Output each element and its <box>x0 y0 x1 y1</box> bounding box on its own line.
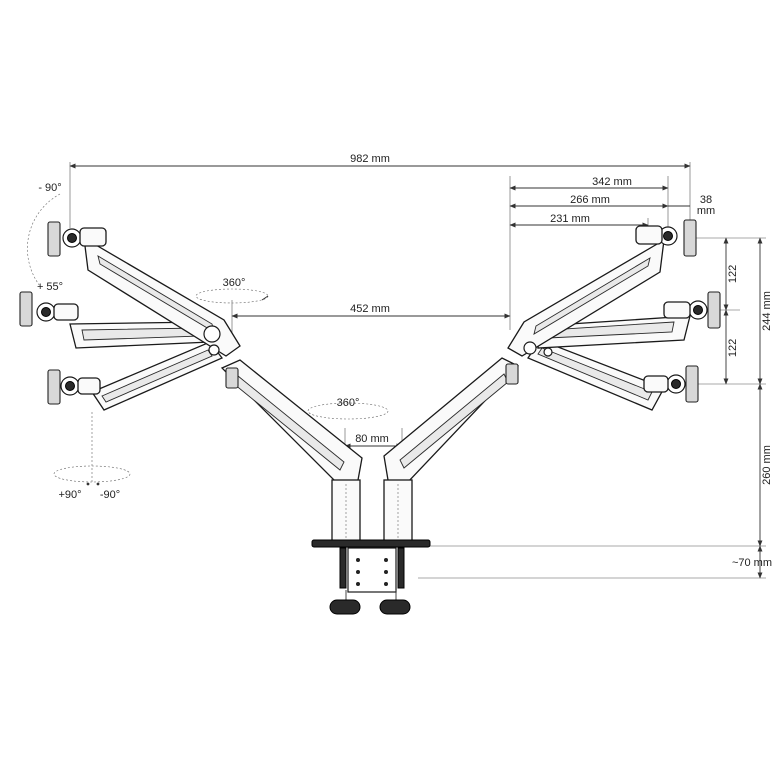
label-244: 244 mm <box>761 291 773 331</box>
pole-columns <box>331 479 413 543</box>
right-clamp-knob <box>379 599 411 615</box>
right-arm-low <box>527 339 699 411</box>
label-122-bottom: 122 <box>727 339 739 357</box>
label-360-base: 360° <box>337 397 360 409</box>
label-tilt-plus55: + 55° <box>37 281 63 293</box>
right-arm-group <box>507 219 721 411</box>
left-arm-group <box>19 221 241 411</box>
label-38-unit: mm <box>697 205 715 217</box>
label-266: 266 mm <box>570 194 610 206</box>
label-342: 342 mm <box>592 176 632 188</box>
label-982: 982 mm <box>350 153 390 165</box>
label-360-arm: 360° <box>223 277 246 289</box>
rotation-indicators <box>27 193 389 486</box>
right-arm-main <box>507 219 697 357</box>
label-452: 452 mm <box>350 303 390 315</box>
base-rotation-ellipse <box>307 402 389 420</box>
label-260: 260 mm <box>761 445 773 485</box>
label-122-top: 122 <box>727 265 739 283</box>
right-arm-mid <box>537 291 721 349</box>
left-clamp-knob <box>329 599 361 615</box>
dimension-labels: 982 mm 342 mm 266 mm 231 mm 38 mm 452 mm… <box>37 153 773 569</box>
left-arm-main <box>47 221 241 357</box>
label-tilt-minus90: - 90° <box>38 182 61 194</box>
lower-arms <box>220 357 520 483</box>
base-plate <box>311 539 431 548</box>
left-arm-low <box>47 341 224 411</box>
label-80: 80 mm <box>355 433 389 445</box>
desk-clamp <box>311 539 431 615</box>
left-monitor-plate <box>47 221 61 257</box>
tilt-arc <box>27 193 61 287</box>
right-column <box>383 479 413 543</box>
right-monitor-plate <box>683 219 697 257</box>
label-231: 231 mm <box>550 213 590 225</box>
label-38: 38 <box>700 194 712 206</box>
label-swivel-plus90: +90° <box>58 489 81 501</box>
label-swivel-minus90: -90° <box>100 489 120 501</box>
label-70: ~70 mm <box>732 557 772 569</box>
clamp-body <box>347 547 397 593</box>
